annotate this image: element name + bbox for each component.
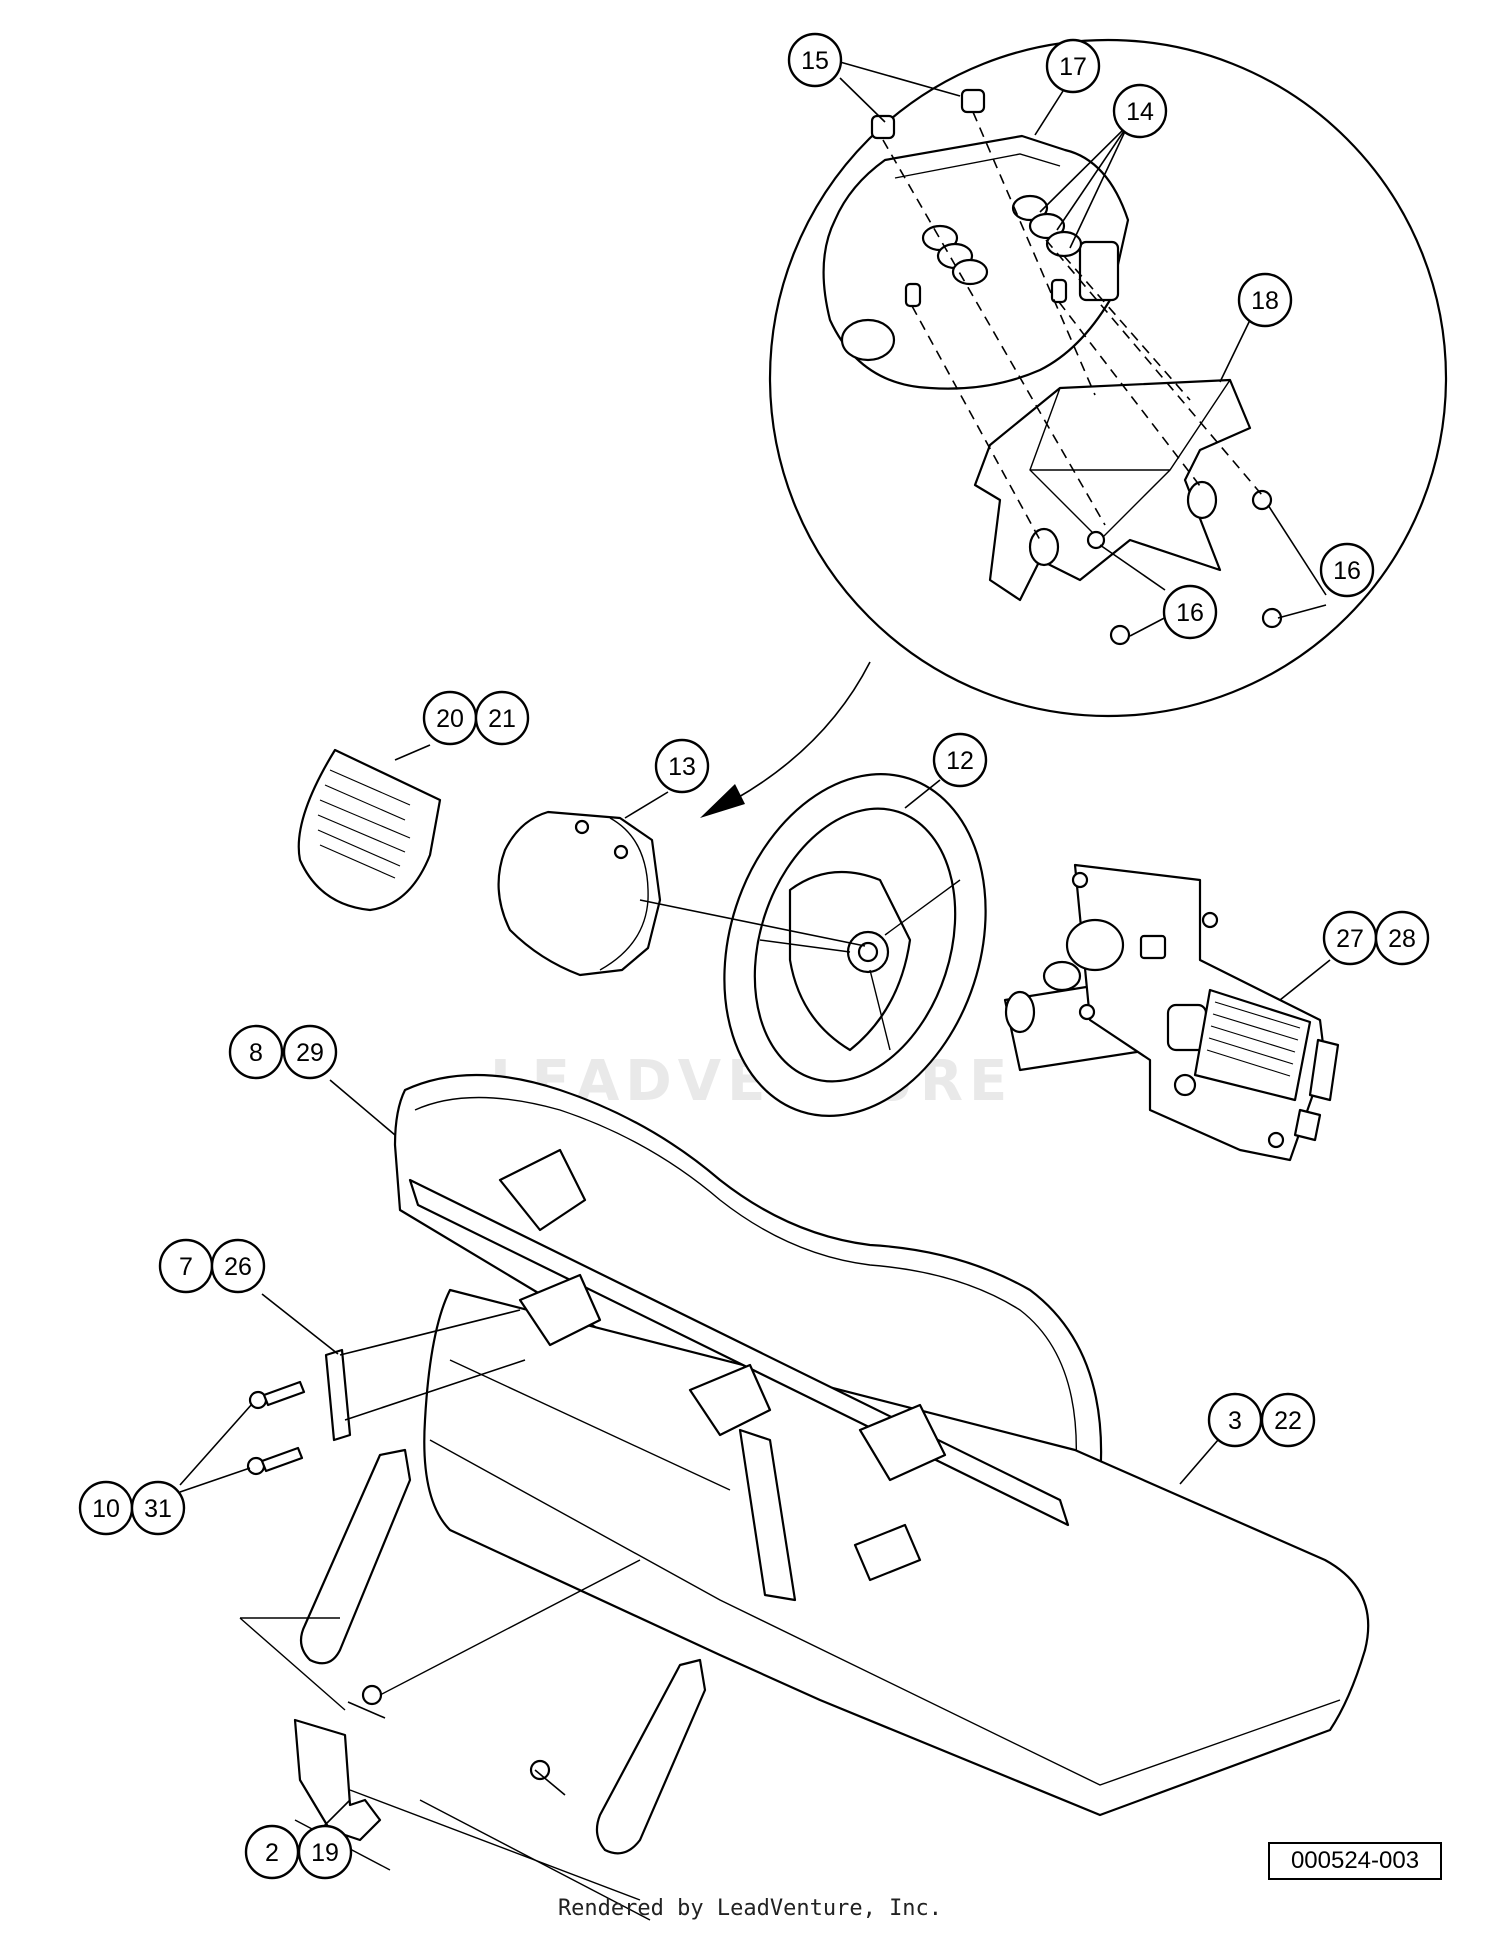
hinge-plate-part [324,1348,352,1442]
callout-10: 10 [78,1480,134,1536]
callout-28: 28 [1374,910,1430,966]
warning-label-text-lines [1206,1001,1301,1077]
svg-text:22: 22 [1274,1407,1302,1435]
svg-text:29: 29 [296,1039,324,1067]
support-arm-right-part [595,1658,707,1855]
svg-text:28: 28 [1388,925,1416,953]
svg-text:15: 15 [801,47,829,75]
steering-wheel-part [723,773,987,1117]
svg-text:26: 26 [224,1253,252,1281]
svg-text:27: 27 [1336,925,1364,953]
callout-2: 2 [244,1824,300,1880]
callout-20: 20 [422,690,478,746]
svg-text:18: 18 [1251,287,1279,315]
drawing-number: 000524-003 [1268,1842,1442,1880]
callout-18: 18 [1237,272,1293,328]
callout-12: 12 [932,732,988,788]
wheel-cover-part [497,810,662,977]
callout-15: 15 [787,32,843,88]
svg-text:14: 14 [1126,98,1154,126]
svg-text:16: 16 [1333,557,1361,585]
callout-22: 22 [1260,1392,1316,1448]
svg-text:17: 17 [1059,53,1087,81]
support-arm-left-part [299,1448,412,1665]
callout-16-right: 16 [1319,542,1375,598]
callout-13: 13 [654,738,710,794]
callout-27: 27 [1322,910,1378,966]
svg-text:3: 3 [1228,1407,1242,1435]
callout-17: 17 [1045,38,1101,94]
callout-3: 3 [1207,1392,1263,1448]
dash-panel-part [1065,863,1340,1162]
svg-text:2: 2 [265,1839,279,1867]
svg-text:7: 7 [179,1253,193,1281]
callout-29: 29 [282,1024,338,1080]
bolt-upper-part [248,1380,306,1410]
callout-26: 26 [210,1238,266,1294]
detail-circle [768,38,1448,718]
svg-text:10: 10 [92,1495,120,1523]
detail-arrowhead [700,784,745,818]
decal-text-lines [317,769,411,879]
callout-7: 7 [158,1238,214,1294]
seat-hinge-part [293,1718,382,1842]
svg-text:19: 19 [311,1839,339,1867]
callout-21: 21 [474,690,530,746]
callout-19: 19 [297,1824,353,1880]
svg-text:21: 21 [488,705,516,733]
svg-text:20: 20 [436,705,464,733]
svg-text:8: 8 [249,1039,263,1067]
callout-31: 31 [130,1480,186,1536]
svg-text:31: 31 [144,1495,172,1523]
callout-8: 8 [228,1024,284,1080]
svg-text:12: 12 [946,747,974,775]
seat-frame-part [408,1148,1070,1602]
svg-text:16: 16 [1176,599,1204,627]
detail-view [768,38,1448,718]
callout-16-lower: 16 [1162,584,1218,640]
bolt-lower-part [246,1446,304,1476]
decal-part [297,748,442,912]
svg-text:13: 13 [668,753,696,781]
render-credit: Rendered by LeadVenture, Inc. [557,1896,943,1921]
callout-14: 14 [1112,83,1168,139]
